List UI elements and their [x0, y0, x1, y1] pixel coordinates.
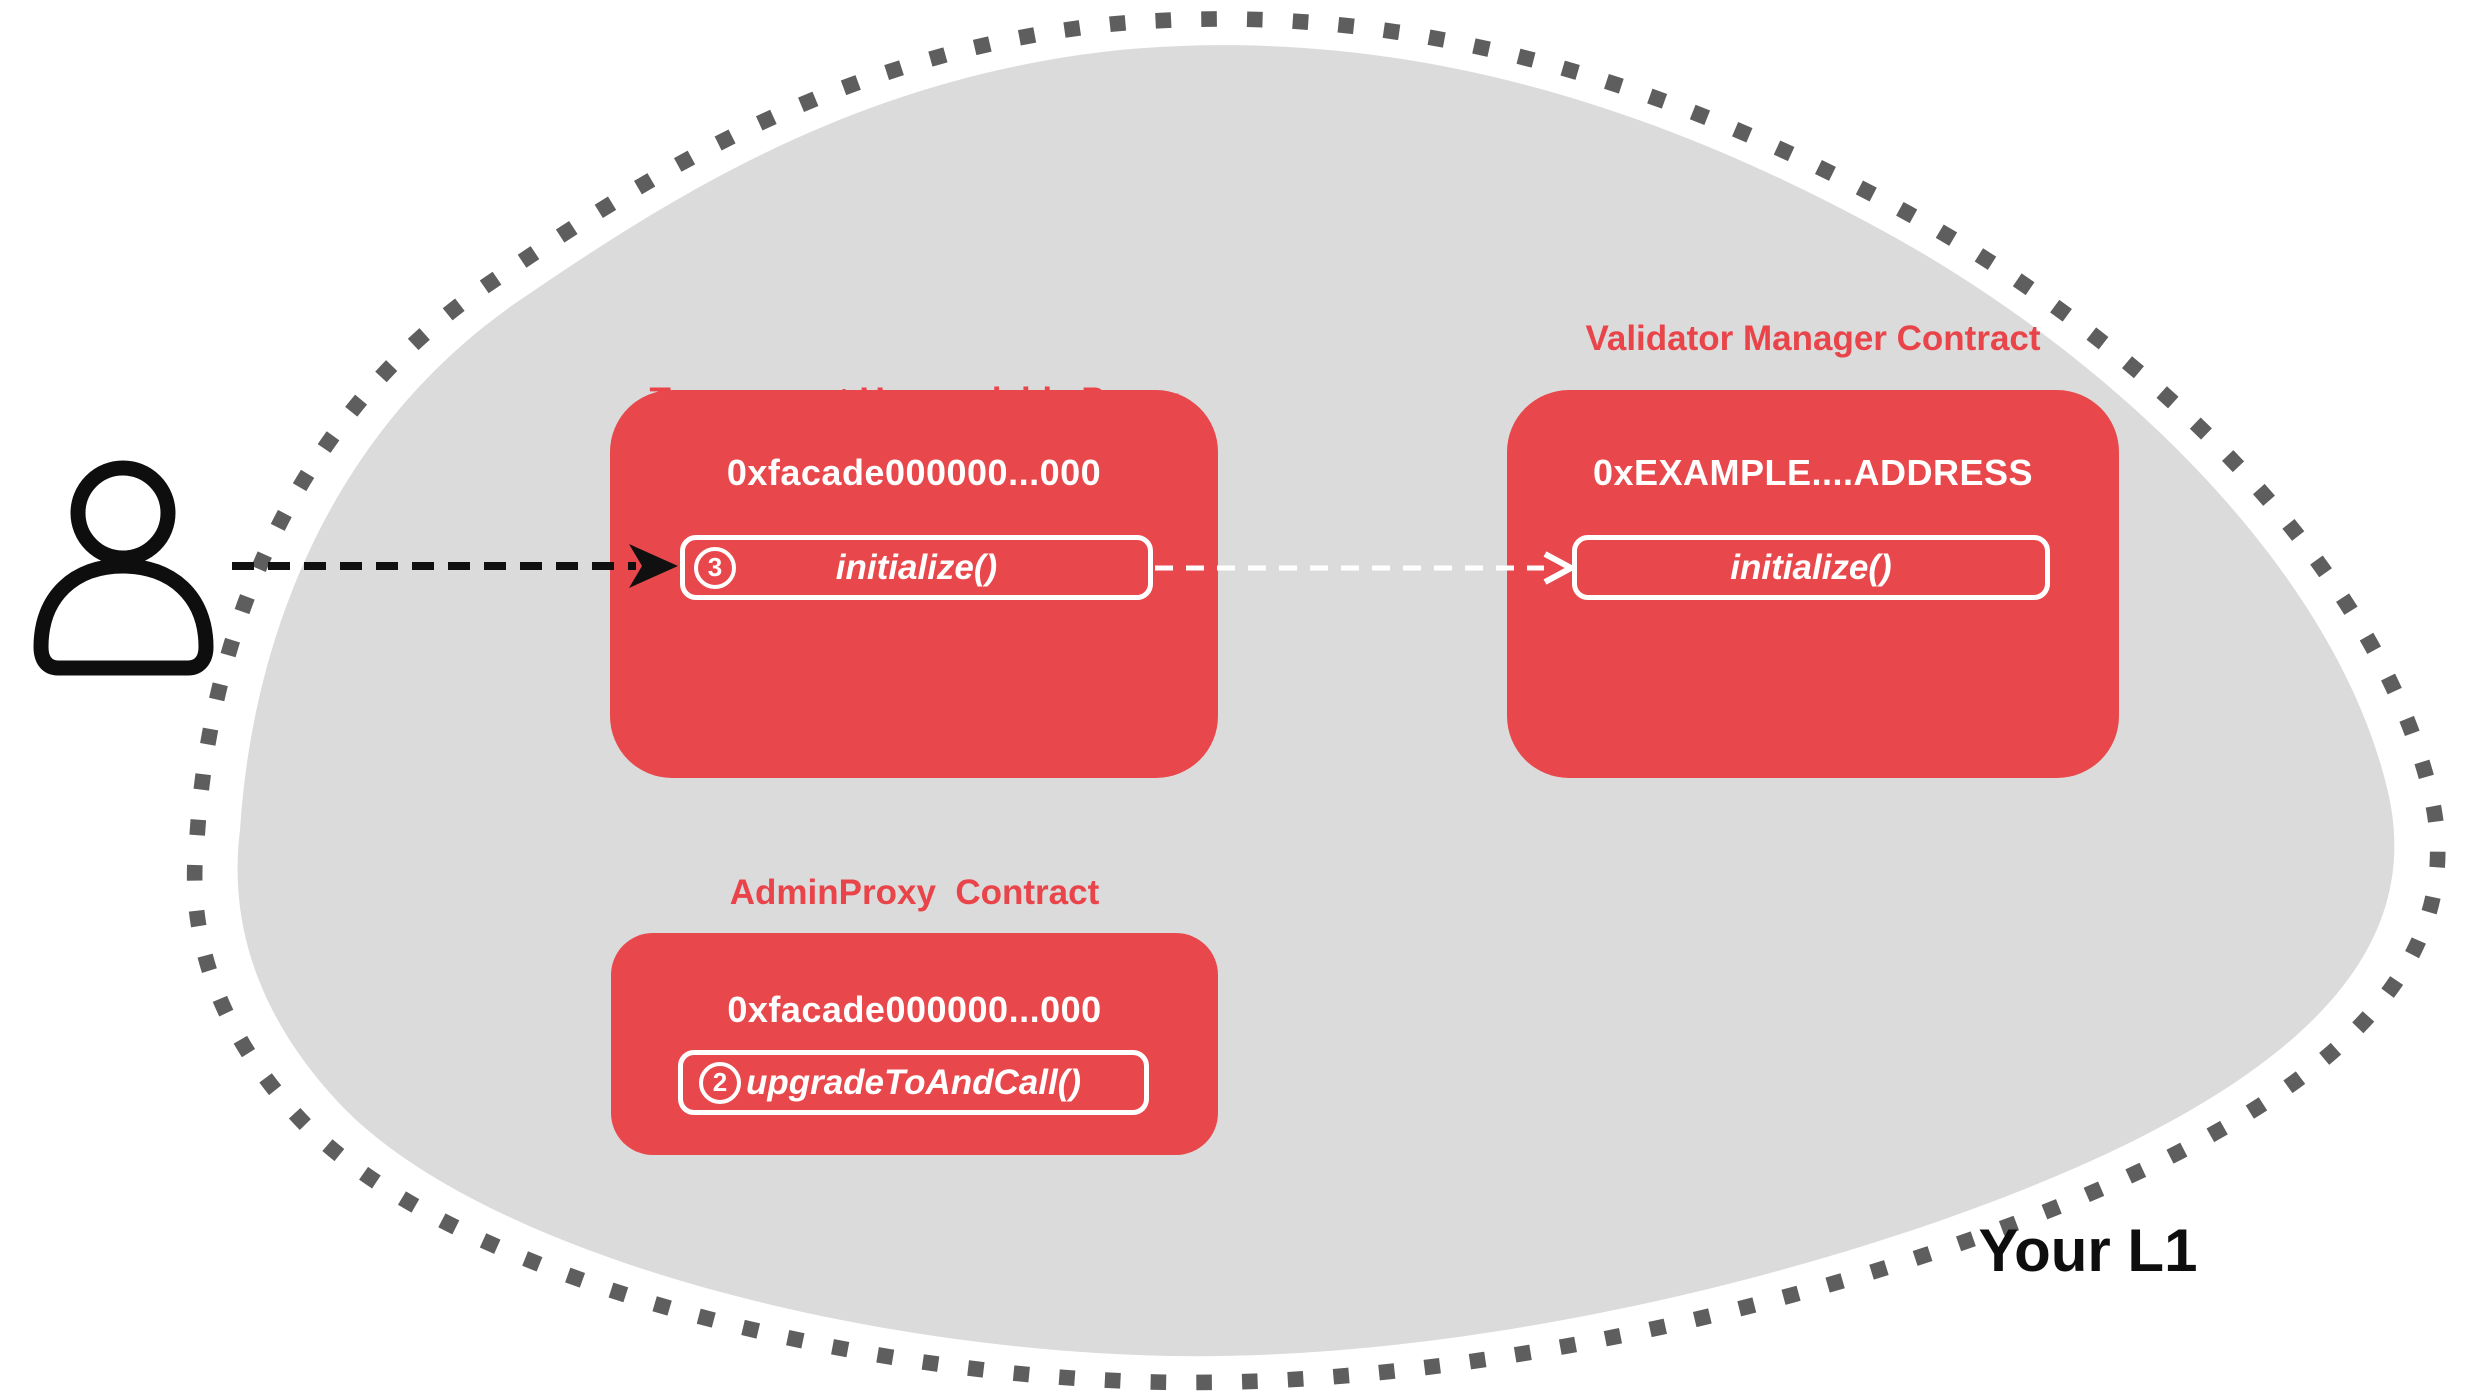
validator-contract-address: 0xEXAMPLE....ADDRESS	[1592, 452, 2034, 493]
proxy-initialize-method-pill: 3 initialize()	[680, 535, 1153, 600]
admin-contract-title: AdminProxy Contract	[729, 873, 1100, 912]
proxy-initialize-method-label: initialize()	[835, 547, 998, 587]
validator-initialize-method-pill: initialize()	[1572, 535, 2050, 600]
step-3-badge: 3	[694, 546, 736, 589]
validator-contract-box: 0xEXAMPLE....ADDRESS initialize()	[1507, 390, 2119, 778]
validator-initialize-method-label: initialize()	[1730, 547, 1892, 587]
l1-region-label: Your L1	[1978, 1217, 2198, 1284]
person-icon	[33, 460, 214, 676]
validator-contract-title: Validator Manager Contract	[1585, 319, 2041, 358]
admin-upgrade-method-label: upgradeToAndCall()	[745, 1062, 1082, 1102]
proxy-contract-box: 0xfacade000000...000 3 initialize()	[610, 390, 1218, 778]
admin-upgrade-method-pill: 2 upgradeToAndCall()	[678, 1050, 1149, 1115]
step-2-badge: 2	[699, 1061, 741, 1104]
admin-contract-box: 0xfacade000000...000 2 upgradeToAndCall(…	[611, 933, 1218, 1155]
proxy-contract-address: 0xfacade000000...000	[726, 452, 1102, 493]
admin-contract-address: 0xfacade000000...000	[727, 989, 1102, 1030]
